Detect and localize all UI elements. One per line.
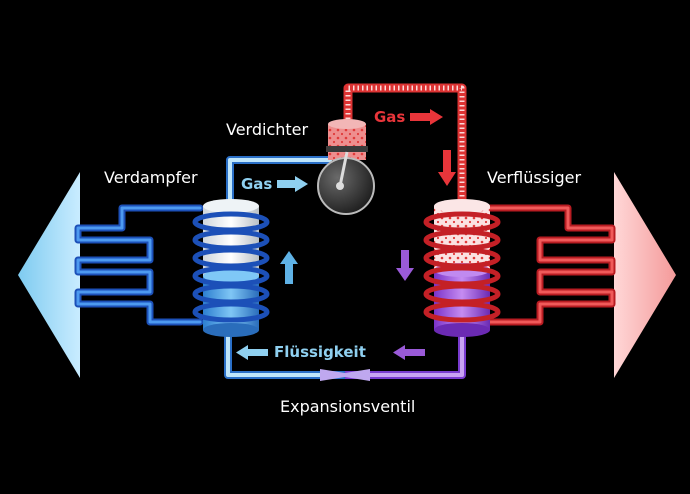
compressor: [317, 119, 375, 215]
liquid-label: Flüssigkeit: [274, 343, 366, 361]
flow-arrow-down-purple: [396, 250, 414, 281]
condenser-helix: [423, 211, 501, 323]
flow-arrow-down-hot: [438, 150, 456, 186]
condenser-coil: [486, 204, 616, 326]
flow-arrow-gas-cold: [277, 176, 308, 192]
flow-arrow-left-liquid: [236, 345, 268, 360]
expansion-valve-label: Expansionsventil: [280, 397, 416, 416]
evaporator-helix: [192, 211, 270, 323]
gas-cold-label: Gas: [241, 175, 273, 193]
compressor-label: Verdichter: [226, 120, 309, 139]
flow-arrow-left-purple: [393, 345, 425, 360]
evaporator-coil: [74, 204, 204, 326]
evaporator-label: Verdampfer: [104, 168, 198, 187]
flow-arrow-gas-hot: [410, 109, 443, 125]
cold-side-arrow: [18, 172, 80, 378]
warm-side-arrow: [614, 172, 676, 378]
condenser-label: Verflüssiger: [487, 168, 582, 187]
flow-arrow-up-cold: [280, 251, 298, 284]
expansion-valve-throat: [320, 369, 370, 381]
gas-hot-label: Gas: [374, 108, 406, 126]
